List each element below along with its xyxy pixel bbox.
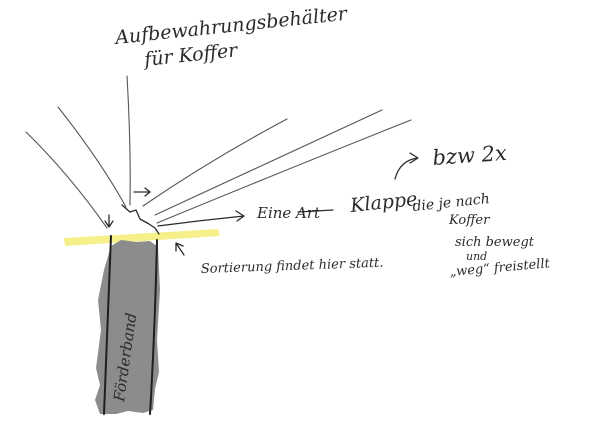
up-arrow-right: [175, 242, 185, 256]
flap-junction: [104, 187, 245, 256]
arrow-to-flap-label: [157, 210, 245, 227]
flap-notes: Koffer sich bewegt und „weg“ freistellt: [448, 213, 551, 280]
chute-line-far-left: [25, 131, 108, 229]
note-line-3: und: [466, 250, 487, 263]
note-line-2: sich bewegt: [455, 235, 535, 250]
flap-description: Eine Art Klappe die je nach bzw 2x: [256, 141, 508, 222]
note-line-4: „weg“ freistellt: [449, 256, 551, 280]
conveyor-right-edge: [149, 239, 158, 415]
flap-suffix-text: die je nach: [412, 191, 491, 215]
chute-line-right-2: [156, 119, 412, 224]
chute-line-center: [126, 75, 131, 206]
down-arrow-left: [104, 214, 114, 228]
flap-word-text: Klappe: [348, 188, 418, 217]
conveyor-belt: Förderband: [95, 235, 160, 415]
flap-zigzag: [121, 204, 160, 235]
flap-prefix-text: Eine Art: [256, 204, 321, 222]
curved-arrow: [394, 152, 419, 180]
flap-top-arrow: [133, 187, 151, 197]
conveyor-left-edge: [103, 235, 112, 415]
note-line-1: Koffer: [448, 213, 490, 228]
chute-line-inner-right: [142, 118, 288, 207]
conveyor-fill: [95, 240, 160, 414]
chute-line-left: [57, 106, 127, 208]
chute-line-right-1: [154, 109, 383, 216]
storage-chute-lines: [25, 75, 412, 229]
count-note-text: bzw 2x: [432, 141, 508, 170]
sorting-highlight: [64, 229, 220, 246]
sorting-note: Sortierung findet hier statt.: [201, 256, 384, 277]
flap-prefix-strike: [297, 209, 334, 213]
